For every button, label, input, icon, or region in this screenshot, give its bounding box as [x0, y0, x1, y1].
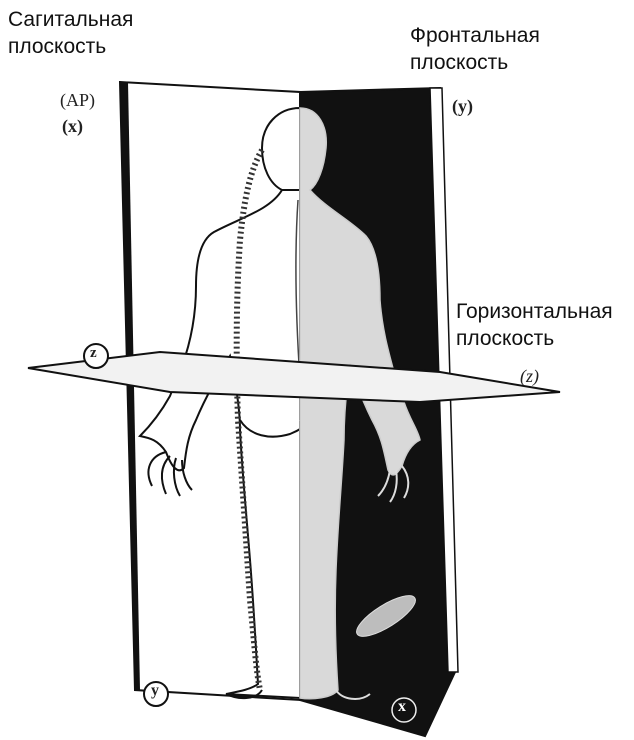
sagittal-plane-label-line1: Сагитальная: [8, 6, 133, 33]
frontal-plane-label-line2: плоскость: [410, 49, 540, 76]
frontal-plane-label-line1: Фронтальная: [410, 22, 540, 49]
sagittal-plane-label-line2: плоскость: [8, 33, 133, 60]
frontal-plane-label: Фронтальная плоскость: [410, 22, 540, 76]
horizontal-plane-label-line1: Горизонтальная: [456, 298, 613, 325]
sagittal-x-label: (x): [62, 116, 83, 137]
sagittal-ap-label: (AP): [60, 90, 95, 111]
frontal-y-label: (y): [452, 96, 473, 117]
horizontal-z-right-label: (z): [520, 366, 539, 387]
sagittal-plane-label: Сагитальная плоскость: [8, 6, 133, 60]
bottom-x-label: x: [398, 698, 406, 716]
horizontal-z-left-label: z: [90, 345, 97, 362]
bottom-y-label: y: [151, 682, 159, 700]
horizontal-plane-label-line2: плоскость: [456, 325, 613, 352]
horizontal-plane-label: Горизонтальная плоскость: [456, 298, 613, 352]
